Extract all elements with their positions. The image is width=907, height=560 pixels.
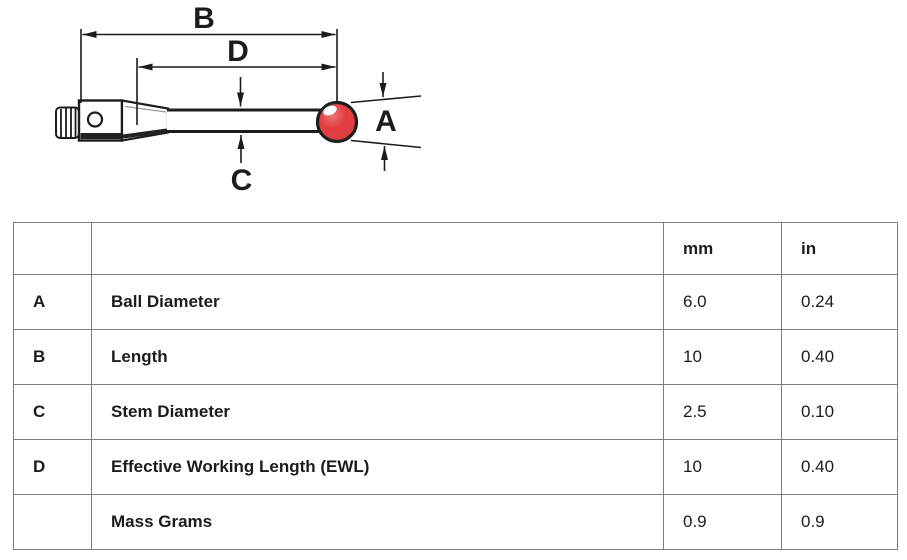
row-letter: C [13,384,92,440]
row-mm-value: 10 [663,439,782,495]
taper-inner-line [124,105,167,113]
table-row-mass: Mass Grams 0.9 0.9 [13,494,898,550]
extension-lines [80,29,422,149]
holder-hole [86,111,104,128]
row-in-value: 0.40 [781,439,898,495]
ruby-ball [315,100,359,144]
row-description: Length [91,329,664,385]
dim-label-d: D [227,35,249,68]
header-in-cell: in [781,222,898,275]
stylus-dimension-diagram: B D C A [55,2,422,197]
ext-line-a-bottom [350,139,422,149]
thread-section [55,106,80,139]
row-description: Stem Diameter [91,384,664,440]
header-letter-cell [13,222,92,275]
row-in-value: 0.10 [781,384,898,440]
row-description: Mass Grams [91,494,664,550]
header-description-cell [91,222,664,275]
row-letter: D [13,439,92,495]
dimension-labels: B D C A [193,2,397,197]
holder-shadow-band [80,133,121,139]
row-letter: B [13,329,92,385]
table-row-c: C Stem Diameter 2.5 0.10 [13,384,898,440]
row-mm-value: 0.9 [663,494,782,550]
ball-shading [317,102,357,142]
row-letter: A [13,274,92,330]
table-row-d: D Effective Working Length (EWL) 10 0.40 [13,439,898,495]
stylus-shape [55,99,323,142]
table-row-b: B Length 10 0.40 [13,329,898,385]
row-mm-value: 10 [663,329,782,385]
ext-line-a-top [350,95,422,104]
taper-shadow-band [122,128,168,139]
dim-label-c: C [231,164,253,197]
stem [167,108,323,133]
row-in-value: 0.9 [781,494,898,550]
row-in-value: 0.24 [781,274,898,330]
dimension-lines [82,31,388,171]
row-in-value: 0.40 [781,329,898,385]
table-row-a: A Ball Diameter 6.0 0.24 [13,274,898,330]
row-description: Ball Diameter [91,274,664,330]
row-letter [13,494,92,550]
table-header-row: mm in [13,222,898,275]
row-description: Effective Working Length (EWL) [91,439,664,495]
dim-label-a: A [375,105,397,138]
dim-label-b: B [193,2,215,35]
dimensions-table: mm in A Ball Diameter 6.0 0.24 B Length … [13,222,898,550]
header-mm-cell: mm [663,222,782,275]
ball-highlight [323,105,337,116]
row-mm-value: 2.5 [663,384,782,440]
row-mm-value: 6.0 [663,274,782,330]
